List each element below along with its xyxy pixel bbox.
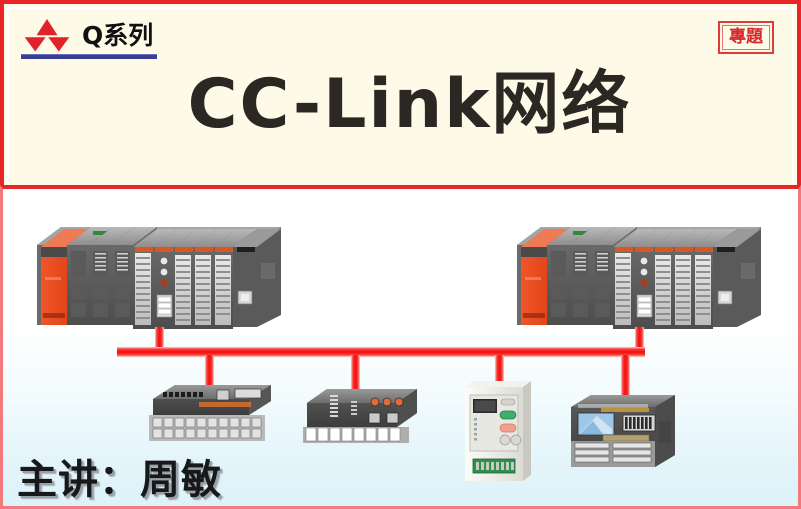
cable-drop-slave-2: [351, 355, 360, 395]
network-diagram: [36, 226, 762, 481]
network-bus-trunk: [117, 347, 645, 357]
device-remote-io-module[interactable]: [303, 389, 417, 443]
device-remote-io-terminal[interactable]: [149, 385, 271, 441]
brand-underline: [21, 54, 157, 59]
brand-block: Q系列: [21, 15, 153, 55]
cable-drop-slave-4: [621, 355, 630, 395]
topic-stamp-badge: 專題: [718, 21, 774, 54]
device-cclink-remote-unit[interactable]: [571, 395, 675, 467]
cable-drop-master: [155, 327, 164, 355]
cable-drop-slave-3: [495, 355, 504, 387]
cable-drop-local: [635, 327, 644, 355]
bus-terminator-left: [117, 347, 127, 357]
brand-label: Q系列: [82, 20, 154, 50]
mitsubishi-three-diamond-logo: [21, 18, 73, 52]
device-inverter-vfd[interactable]: [465, 381, 531, 481]
bus-terminator-right: [635, 347, 645, 357]
plc-rack-local[interactable]: [516, 226, 762, 330]
plc-rack-master[interactable]: [36, 226, 282, 330]
topic-stamp-label: 專題: [729, 27, 763, 47]
topic-stamp-inner-frame: 專題: [722, 25, 770, 50]
diagram-area: 主讲：周敏: [0, 185, 801, 509]
header-inner-frame: Q系列 專題 CC-Link网络: [7, 7, 794, 185]
presenter-label: 主讲：周敏: [17, 457, 222, 503]
cable-drop-slave-1: [205, 355, 214, 391]
page-title: CC-Link网络: [187, 65, 632, 144]
slide-header: Q系列 專題 CC-Link网络: [0, 0, 801, 185]
